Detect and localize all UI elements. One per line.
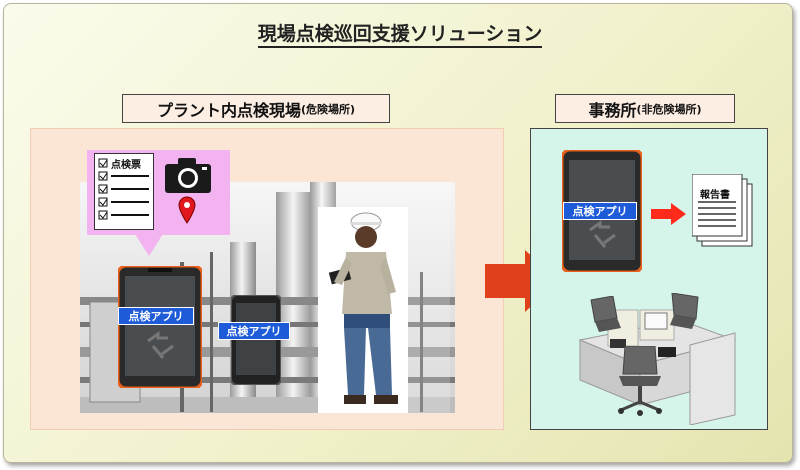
plant-label: プラント内点検現場(危険場所): [122, 94, 390, 123]
chair-icon: [670, 293, 699, 329]
plant-app-badge-right: 点検アプリ: [218, 322, 290, 340]
arrow-right-icon: [651, 203, 686, 225]
info-callout-tail: [135, 234, 163, 256]
chair-icon: [618, 346, 662, 416]
office-app-badge: 点検アプリ: [563, 202, 637, 220]
location-pin-icon: [178, 196, 196, 224]
worker-figure: [318, 207, 408, 413]
checkbox-icon: [98, 158, 108, 220]
checklist-title: 点検票: [111, 160, 141, 171]
document-icon: [692, 174, 753, 247]
office-label: 事務所(非危険場所): [555, 94, 735, 123]
tablet-icon: [231, 295, 281, 385]
checklist-sheet: 点検票: [94, 153, 154, 230]
tablet-icon: [118, 266, 202, 388]
report-label: 報告書: [700, 190, 730, 201]
plant-app-badge-left: 点検アプリ: [118, 307, 194, 325]
diagram-title: 現場点検巡回支援ソリューション: [0, 19, 800, 48]
chair-icon: [590, 296, 621, 332]
camera-icon: [165, 158, 211, 193]
